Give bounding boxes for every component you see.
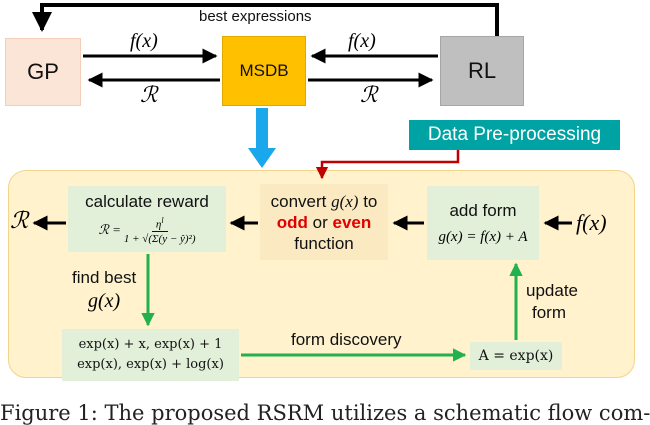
calculate-reward-title: calculate reward (85, 191, 209, 211)
odd-label: odd (276, 212, 308, 232)
reward-numerator-exp: l (161, 215, 164, 225)
fx-right-label: f(x) (348, 30, 376, 52)
preprocess-arrow (315, 150, 460, 180)
data-preprocessing-label: Data Pre-processing (427, 124, 602, 145)
msdb-down-arrow (248, 108, 276, 168)
or-label: or (307, 212, 333, 232)
rl-box: RL (440, 36, 524, 106)
rl-label: RL (467, 58, 497, 83)
gp-box: GP (5, 38, 81, 106)
arrows-layer (32, 3, 572, 362)
reward-numerator: ηl (151, 214, 168, 233)
a-expression-box: A = exp(x) (470, 342, 562, 370)
reward-left-label: ℛ (140, 82, 158, 107)
reward-numerator-base: η (155, 218, 162, 231)
add-form-box: add form g(x) = f(x) + A (427, 186, 539, 260)
reward-fraction: ηl 1 + √(Σ(y − ŷ)²) (124, 214, 196, 247)
input-fx-label: f(x) (576, 210, 607, 235)
convert-suffix: to (358, 191, 378, 211)
convert-gx: g(x) (331, 191, 359, 211)
add-form-formula: g(x) = f(x) + A (438, 228, 528, 245)
find-best-gx-label: g(x) (88, 290, 121, 312)
msdb-label: MSDB (239, 61, 289, 80)
candidate-expressions-box: exp(x) + x, exp(x) + 1 exp(x), exp(x) + … (62, 329, 239, 381)
convert-prefix: convert (270, 191, 332, 211)
figure-caption: Figure 1: The proposed RSRM utilizes a s… (0, 401, 650, 425)
msdb-box: MSDB (222, 36, 306, 106)
update-label: update (526, 281, 578, 300)
candidates-line1: exp(x) + x, exp(x) + 1 (78, 337, 223, 352)
fx-left-label: f(x) (130, 30, 158, 52)
even-label: even (332, 212, 372, 232)
best-expressions-arrow (32, 3, 499, 36)
form-discovery-label: form discovery (291, 330, 402, 349)
update-form-label: form (532, 303, 566, 322)
convert-box: convert g(x) to odd or even function (260, 184, 388, 260)
convert-line1: convert g(x) to (271, 191, 378, 212)
candidates-line2: exp(x), exp(x) + log(x) (77, 357, 224, 372)
reward-denominator: 1 + √(Σ(y − ŷ)²) (123, 233, 196, 246)
gp-label: GP (27, 59, 59, 84)
calculate-reward-box: calculate reward ℛ = ηl 1 + √(Σ(y − ŷ)²) (68, 186, 226, 252)
convert-line2: odd or even (277, 212, 371, 233)
add-form-title: add form (449, 200, 517, 220)
a-expression: A = exp(x) (478, 348, 554, 364)
convert-line3: function (294, 233, 354, 253)
output-reward-label: ℛ (10, 208, 29, 233)
data-preprocessing-box: Data Pre-processing (409, 120, 620, 150)
best-expressions-label: best expressions (199, 8, 312, 25)
find-best-label: find best (72, 268, 137, 287)
reward-right-label: ℛ (360, 82, 378, 107)
reward-formula: ℛ = ηl 1 + √(Σ(y − ŷ)²) (98, 214, 195, 247)
reward-formula-lhs: ℛ = (98, 222, 121, 237)
diagram: GP MSDB RL best expressions f(x) f(x) ℛ … (0, 3, 650, 425)
